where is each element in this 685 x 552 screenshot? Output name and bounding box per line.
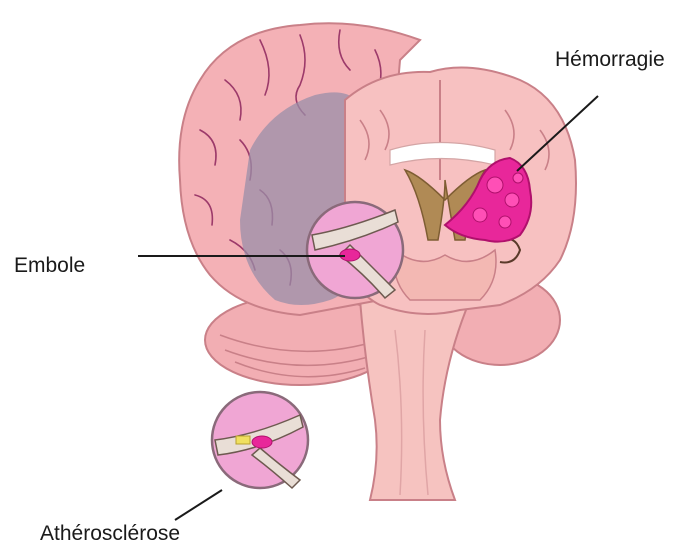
embolus-inset-icon (307, 202, 403, 298)
embolus-label: Embole (14, 254, 85, 278)
atherosclerosis-inset-icon (212, 392, 308, 488)
atherosclerosis-leader-line (175, 490, 222, 520)
atherosclerosis-label: Athérosclérose (40, 522, 180, 546)
brainstem (360, 300, 470, 500)
hemorrhage-label: Hémorragie (555, 48, 665, 72)
